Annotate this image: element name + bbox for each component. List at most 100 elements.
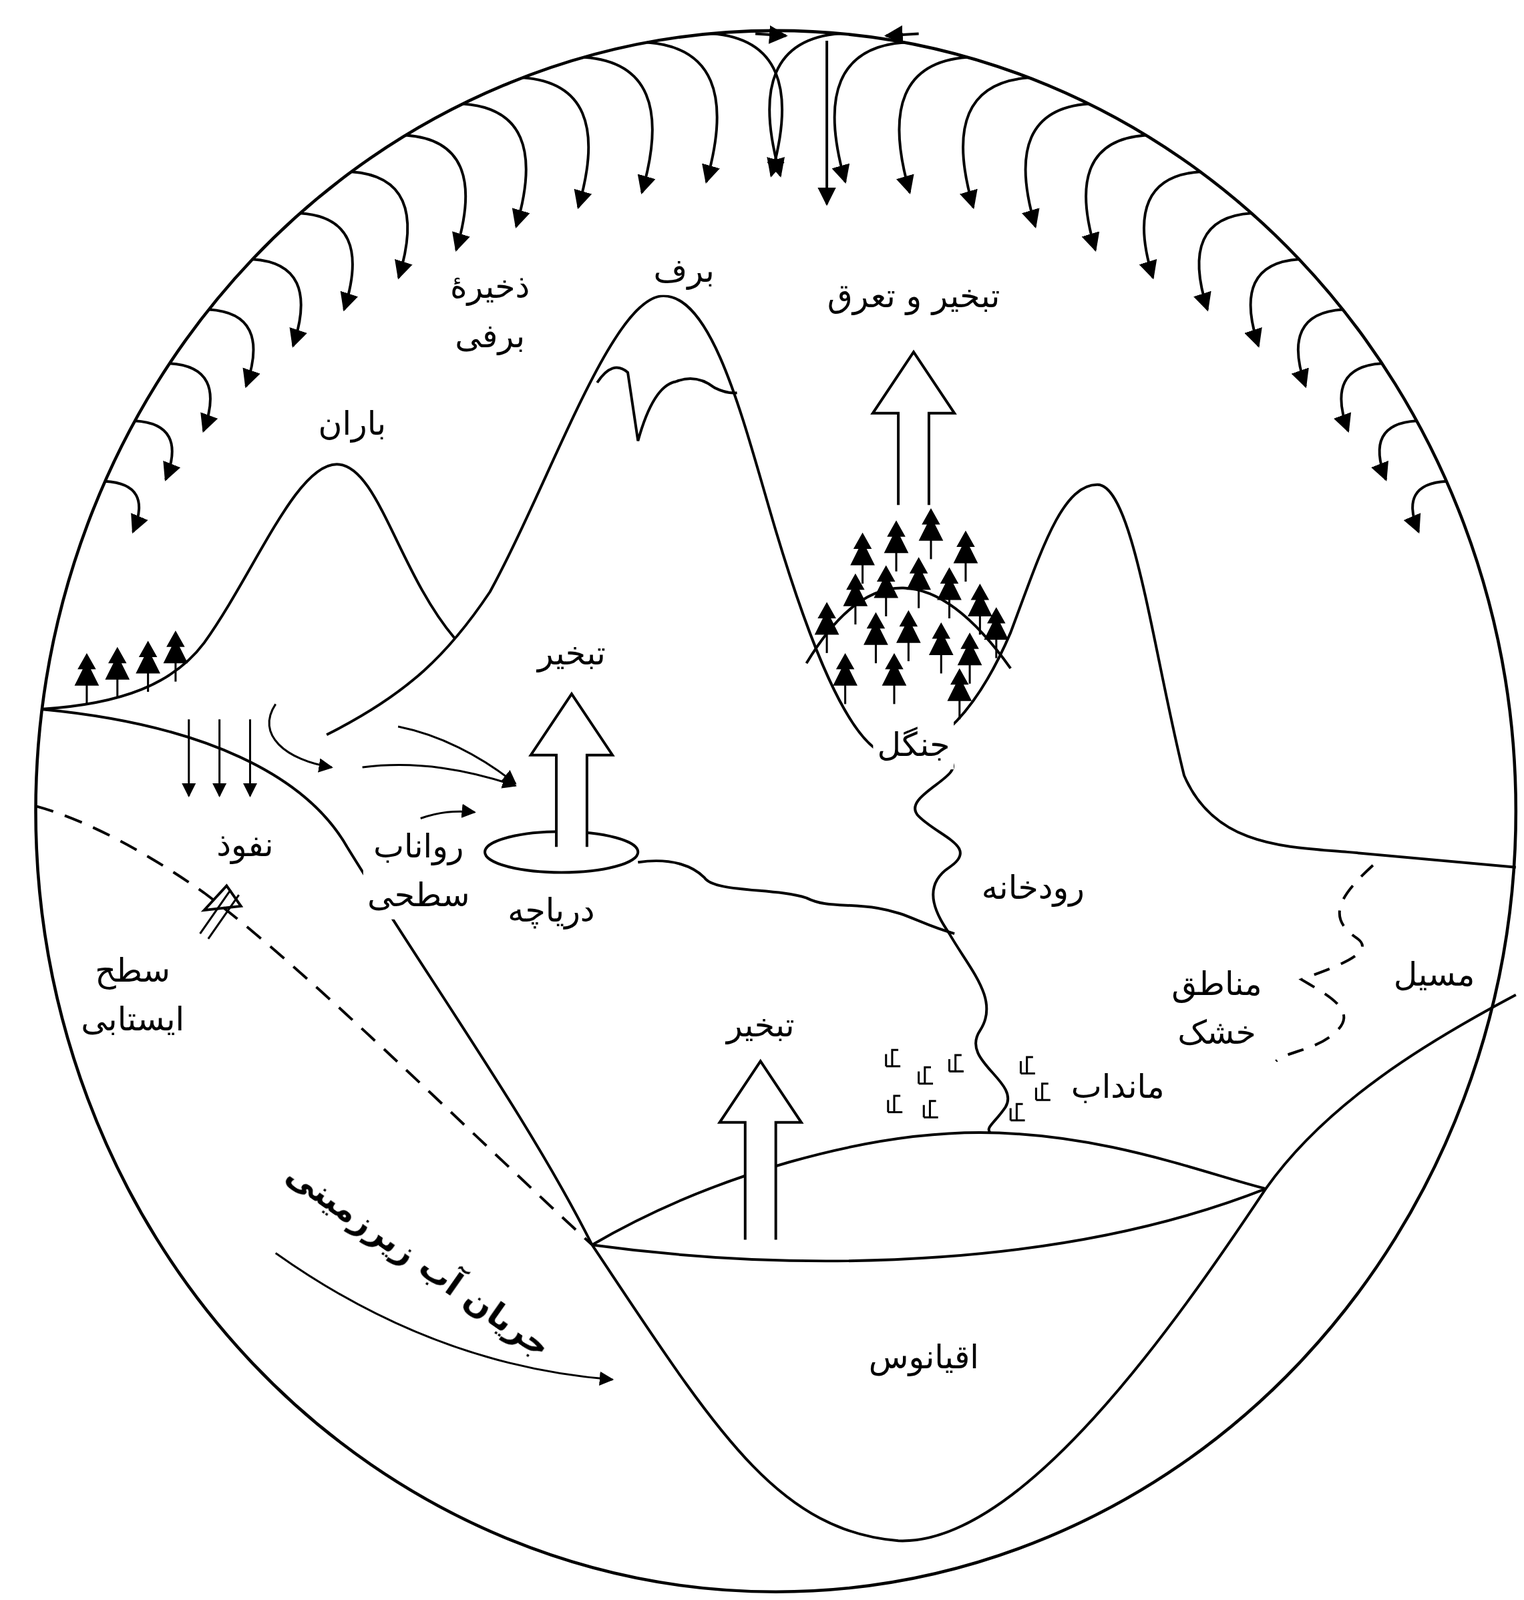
swamp-mark (1010, 1103, 1025, 1120)
tree-crown (967, 583, 993, 617)
precipitation-arrow (1085, 134, 1147, 250)
tree-crown (906, 556, 931, 590)
stream (637, 860, 955, 934)
runoff-label: رواناب سطحی (363, 821, 475, 920)
coast-hill (592, 1132, 1267, 1245)
water-table-symbol (200, 889, 240, 939)
precipitation-arrow (209, 309, 254, 387)
tree-crown (863, 612, 889, 646)
left-mountain (40, 464, 455, 710)
precipitation-arrow (834, 42, 905, 183)
swamp-mark (949, 1055, 964, 1072)
tree-crown (946, 668, 972, 702)
dry-regions-label: مناطق خشک (1167, 959, 1267, 1058)
groundwater-flow-label: جریان آب زیرزمینی (273, 1148, 565, 1373)
tree-crown (936, 567, 962, 601)
evapotranspiration-label: تبخیر و تعرق (823, 271, 1005, 320)
precipitation-arrow (1298, 309, 1344, 387)
precipitation-arrow (825, 40, 829, 204)
precipitation-arrow (1412, 481, 1447, 533)
channel-label: مسیل (1389, 950, 1480, 1000)
dry-channel (1276, 865, 1374, 1062)
tree-crown (918, 508, 944, 541)
tree-crown (104, 647, 130, 680)
tree-crown (850, 532, 875, 566)
tree-crown (873, 565, 899, 599)
globe-outline (35, 30, 1516, 1593)
tree-crown (896, 610, 921, 644)
snow-storage-label: ذخیرهٔ برفی (446, 262, 535, 361)
precipitation-arrow (169, 363, 211, 431)
swamp-mark (1035, 1083, 1050, 1100)
mountain-range (326, 295, 1516, 868)
tree-crown (884, 520, 909, 553)
tree-crown (814, 602, 840, 636)
snow-cap (597, 367, 737, 442)
precipitation-arrow (1025, 103, 1089, 227)
precipitation-arrow (1198, 213, 1252, 310)
runoff-arrow (420, 811, 475, 819)
trees (74, 508, 1010, 720)
lake-label: دریاچه (503, 885, 600, 935)
swamp-label: مانداب (1067, 1062, 1169, 1112)
tree-crown (953, 530, 979, 564)
precipitation-arrow (134, 420, 173, 480)
river-label: رودخانه (977, 863, 1089, 913)
precipitation-arrows (104, 33, 1447, 532)
precipitation-arrow (104, 481, 139, 533)
tree-crown (882, 653, 907, 686)
rain-label: باران (313, 398, 391, 448)
precipitation-arrow (299, 213, 353, 310)
infiltration-arrow (249, 719, 252, 797)
precipitation-arrow (1341, 363, 1382, 431)
water-table-symbol (204, 885, 242, 911)
precipitation-arrow (711, 33, 783, 176)
evaporation-label: تبخیر (722, 1001, 799, 1050)
precipitation-arrow (1144, 171, 1201, 278)
infiltration-arrow (187, 719, 190, 797)
precipitation-arrow (584, 57, 653, 194)
infiltration-label: نفوذ (212, 820, 278, 870)
runoff-arrow (398, 726, 516, 785)
precipitation-arrow (351, 171, 408, 278)
ocean-basin (592, 995, 1516, 1542)
precipitation-arrow (462, 103, 526, 227)
precipitation-arrow (963, 77, 1030, 208)
rim-arrow (886, 33, 919, 36)
forest-label: جنگل (872, 720, 954, 770)
evapotranspiration-arrow (872, 351, 955, 505)
precipitation-arrow (1250, 259, 1300, 346)
snow-label: برف (649, 245, 719, 295)
swamp-mark (923, 1101, 938, 1118)
tree-crown (957, 632, 983, 666)
evaporation-label: تبخیر (533, 628, 610, 678)
infiltration-arrow (218, 719, 221, 797)
tree-crown (74, 653, 100, 686)
precipitation-arrow (406, 134, 467, 250)
swamp-marks (886, 1049, 1051, 1120)
ocean-label: اقیانوس (864, 1332, 984, 1382)
rim-arrow (755, 33, 787, 36)
runoff-arrow (269, 703, 332, 768)
tree-crown (983, 607, 1009, 640)
precipitation-arrow (898, 57, 968, 194)
tree-crown (843, 573, 869, 607)
tree-crown (135, 641, 161, 674)
runoff-arrow (362, 765, 516, 787)
tree-crown (928, 622, 954, 656)
precipitation-arrow (769, 33, 841, 176)
swamp-mark (888, 1095, 903, 1112)
river (914, 759, 1008, 1133)
ocean-surface (592, 1188, 1267, 1261)
tree-crown (832, 653, 858, 686)
precipitation-arrow (522, 77, 590, 208)
swamp-mark (886, 1049, 901, 1066)
swamp-mark (918, 1067, 933, 1084)
swamp-mark (1021, 1057, 1036, 1074)
tree-crown (163, 630, 189, 664)
water-table-label: سطح ایستابی (76, 945, 189, 1044)
precipitation-arrow (647, 42, 717, 183)
precipitation-arrow (1379, 420, 1418, 480)
